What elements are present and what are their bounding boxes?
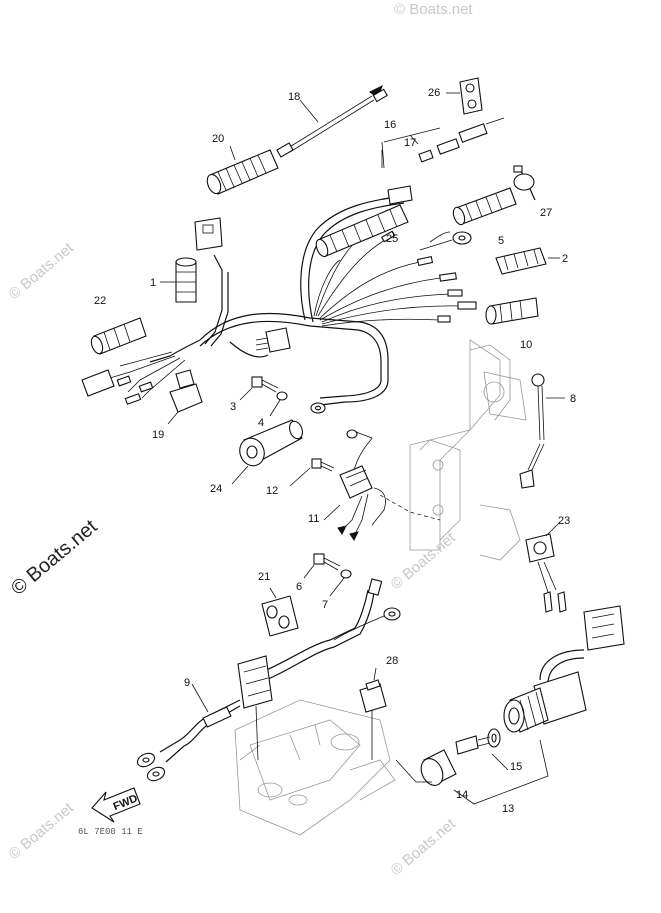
part-28-cap xyxy=(359,667,387,713)
part-18-lead-wire xyxy=(276,85,388,158)
part-9-battery-cable xyxy=(136,683,241,782)
mounting-bracket-outline xyxy=(409,339,521,561)
part-16-17-connectors xyxy=(381,117,505,169)
watermark-middle: © Boats.net xyxy=(388,529,460,593)
watermarks: © Boats.net © Boats.net © Boats.net © Bo… xyxy=(6,1,474,879)
callout-9: 9 xyxy=(184,677,190,689)
part-19-holder xyxy=(167,369,203,425)
part-25-corrugated-tube xyxy=(315,204,409,258)
watermark-main: © Boats.net xyxy=(7,515,102,599)
callout-7: 7 xyxy=(322,599,328,611)
callout-13: 13 xyxy=(502,803,514,815)
callout-2: 2 xyxy=(562,253,568,265)
part-27-cable-tie xyxy=(513,165,536,201)
part-4-washer xyxy=(269,391,288,417)
part-23-switch xyxy=(525,521,567,613)
lower-wire-harness xyxy=(237,578,401,761)
watermark-bottom-right: © Boats.net xyxy=(388,815,460,879)
callout-6: 6 xyxy=(296,581,302,593)
part-12-screw xyxy=(289,458,335,487)
part-26-clamp xyxy=(446,77,483,115)
callout-19: 19 xyxy=(152,429,164,441)
callout-12: 12 xyxy=(266,485,278,497)
watermark-top: © Boats.net xyxy=(394,1,473,18)
callout-27: 27 xyxy=(540,207,552,219)
engine-block-outline xyxy=(234,699,396,836)
part-6-bolt xyxy=(303,553,341,579)
callout-28: 28 xyxy=(386,655,398,667)
callout-5: 5 xyxy=(498,235,504,247)
drawing-code: 6L 7E00 11 E xyxy=(78,827,143,837)
callout-17: 17 xyxy=(404,137,416,149)
part-8-sensor-lead xyxy=(483,371,565,489)
callout-25: 25 xyxy=(386,233,398,245)
part-10-corrugated-tube xyxy=(485,297,539,325)
callout-18: 18 xyxy=(288,91,300,103)
part-11-rectifier xyxy=(323,429,441,541)
part-1-grommet xyxy=(160,257,197,303)
wire-harness xyxy=(81,185,477,414)
callout-8: 8 xyxy=(570,393,576,405)
callout-16: 16 xyxy=(384,119,396,131)
part-20-corrugated-tube xyxy=(206,145,279,195)
part-3-bolt xyxy=(239,376,279,401)
callout-23: 23 xyxy=(558,515,570,527)
part-5-corrugated-tube xyxy=(452,187,517,226)
fwd-arrow: FWD xyxy=(91,787,141,823)
part-2-terminal-block xyxy=(495,247,560,275)
callout-22: 22 xyxy=(94,295,106,307)
callout-labels: 1 2 3 4 5 6 7 8 9 10 11 12 13 14 15 16 1… xyxy=(94,87,576,815)
callout-3: 3 xyxy=(230,401,236,413)
callout-1: 1 xyxy=(150,277,156,289)
part-7-washer xyxy=(329,569,352,597)
callout-14: 14 xyxy=(456,789,468,801)
callout-24: 24 xyxy=(210,483,222,495)
callout-21: 21 xyxy=(258,571,270,583)
callout-15: 15 xyxy=(510,761,522,773)
callout-26: 26 xyxy=(428,87,440,99)
callout-11: 11 xyxy=(308,513,319,525)
callout-10: 10 xyxy=(520,339,532,351)
main-switch-assembly xyxy=(395,605,625,805)
callout-4: 4 xyxy=(258,417,264,429)
part-22-corrugated-tube xyxy=(90,317,147,355)
watermark-left: © Boats.net xyxy=(6,239,78,303)
part-21-holder xyxy=(261,587,299,637)
part-24-boot xyxy=(231,419,303,485)
watermark-bottom-left: © Boats.net xyxy=(6,799,78,863)
callout-20: 20 xyxy=(212,133,224,145)
